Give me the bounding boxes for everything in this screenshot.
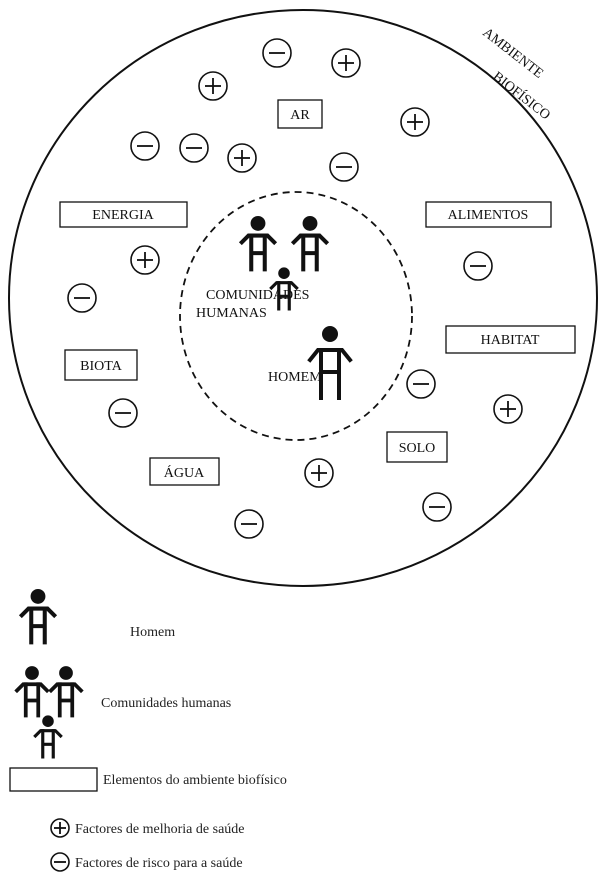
svg-text:ALIMENTOS: ALIMENTOS xyxy=(448,208,529,223)
element-box-ar: AR xyxy=(277,99,323,129)
community-label-line2: HUMANAS xyxy=(196,306,267,321)
minus-factor-icon xyxy=(463,251,493,281)
minus-factor-icon xyxy=(130,131,160,161)
svg-text:HABITAT: HABITAT xyxy=(481,333,540,348)
minus-factor-icon xyxy=(422,492,452,522)
community-circle xyxy=(179,191,413,441)
legend-minus-label: Factores de risco para a saúde xyxy=(75,856,243,871)
legend: Homem Comunidades humanas Elementos do a… xyxy=(9,589,287,872)
environment-label-line2: BIOFÍSICO xyxy=(490,68,554,124)
svg-text:ENERGIA: ENERGIA xyxy=(92,208,154,223)
man-label: HOMEM xyxy=(268,370,322,385)
minus-factor-icon xyxy=(108,398,138,428)
legend-element-box xyxy=(9,767,98,792)
legend-communities-icon xyxy=(15,664,83,759)
minus-factor-icon xyxy=(329,152,359,182)
legend-plus-icon xyxy=(50,818,70,838)
minus-factor-icon xyxy=(234,509,264,539)
svg-text:AR: AR xyxy=(290,108,310,123)
plus-factor-icon xyxy=(130,245,160,275)
plus-factor-icon xyxy=(331,48,361,78)
man-figure xyxy=(308,324,352,400)
legend-man-label: Homem xyxy=(130,625,175,640)
svg-text:ÁGUA: ÁGUA xyxy=(164,464,205,481)
minus-factor-icon xyxy=(179,133,209,163)
element-box-habitat: HABITAT xyxy=(445,325,576,354)
legend-man-icon xyxy=(22,589,54,642)
plus-factor-icon xyxy=(400,107,430,137)
element-box-alimentos: ALIMENTOS xyxy=(425,201,552,228)
plus-factor-icon xyxy=(227,143,257,173)
environment-circle xyxy=(8,9,598,587)
plus-factor-icon xyxy=(304,458,334,488)
minus-factor-icon xyxy=(262,38,292,68)
svg-text:BIOTA: BIOTA xyxy=(80,359,123,374)
element-box-biota: BIOTA xyxy=(64,349,138,381)
element-box-energia: ENERGIA xyxy=(59,201,188,228)
factor-symbols xyxy=(67,38,523,539)
community-label-line1: COMUNIDADES xyxy=(206,288,309,303)
svg-text:SOLO: SOLO xyxy=(399,441,436,456)
legend-communities-label: Comunidades humanas xyxy=(101,696,231,711)
legend-minus-icon xyxy=(50,852,70,872)
plus-factor-icon xyxy=(198,71,228,101)
element-box-agua: ÁGUA xyxy=(149,457,220,486)
element-box-solo: SOLO xyxy=(386,431,448,463)
minus-factor-icon xyxy=(406,369,436,399)
legend-element-label: Elementos do ambiente biofísico xyxy=(103,773,287,788)
minus-factor-icon xyxy=(67,283,97,313)
plus-factor-icon xyxy=(493,394,523,424)
legend-plus-label: Factores de melhoria de saúde xyxy=(75,822,245,837)
environment-label-line1: AMBIENTE xyxy=(480,25,546,81)
